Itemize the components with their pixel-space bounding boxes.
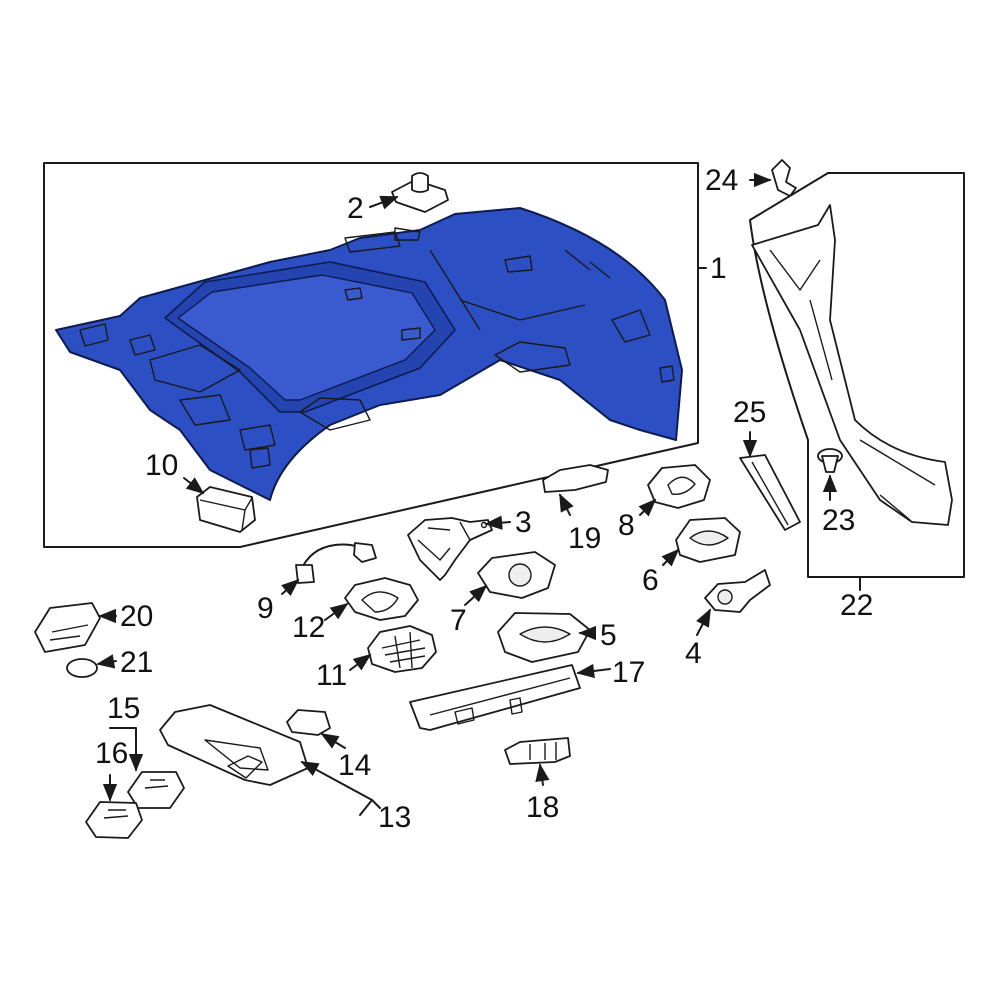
cap-part-21[interactable] xyxy=(66,658,98,678)
bracket-part-3[interactable] xyxy=(407,517,493,581)
callout-8[interactable]: 8 xyxy=(618,509,635,542)
leader-lines xyxy=(96,172,861,816)
callout-15[interactable]: 15 xyxy=(107,692,140,725)
trim-strip-part-25[interactable] xyxy=(739,454,801,531)
socket-part-7[interactable] xyxy=(477,551,556,599)
push-clip-part-23[interactable] xyxy=(817,448,843,473)
clip-part-24[interactable] xyxy=(771,159,797,197)
callout-2[interactable]: 2 xyxy=(347,192,364,225)
handle-part-20[interactable] xyxy=(34,602,101,653)
callout-22[interactable]: 22 xyxy=(840,589,873,622)
connector-part-18[interactable] xyxy=(504,737,571,765)
headliner-group-bracket xyxy=(43,162,699,548)
callout-labels: 1 2 3 4 5 6 7 8 9 10 11 12 13 14 15 16 1… xyxy=(95,164,873,834)
callout-18[interactable]: 18 xyxy=(526,791,559,824)
callout-24[interactable]: 24 xyxy=(705,164,738,197)
callout-5[interactable]: 5 xyxy=(600,619,617,652)
callout-16[interactable]: 16 xyxy=(95,737,128,770)
callout-7[interactable]: 7 xyxy=(450,604,467,637)
sensor-part-4[interactable] xyxy=(704,569,771,613)
callout-3[interactable]: 3 xyxy=(515,506,532,539)
callout-11[interactable]: 11 xyxy=(316,659,347,692)
visor-hook-part-16[interactable] xyxy=(85,801,143,839)
callout-20[interactable]: 20 xyxy=(120,600,153,633)
lamp-frame-part-8[interactable] xyxy=(647,464,711,509)
callout-1[interactable]: 1 xyxy=(710,252,727,285)
harness-part-9[interactable] xyxy=(295,542,377,584)
grille-part-11[interactable] xyxy=(367,625,437,673)
lamp-unit-part-6[interactable] xyxy=(675,517,741,563)
callout-13[interactable]: 13 xyxy=(378,801,411,834)
pillar-trim-part-22[interactable] xyxy=(751,204,953,526)
callout-14[interactable]: 14 xyxy=(338,749,371,782)
callout-10[interactable]: 10 xyxy=(145,449,178,482)
callout-6[interactable]: 6 xyxy=(642,564,659,597)
clip-part-2[interactable] xyxy=(391,172,449,213)
callout-21[interactable]: 21 xyxy=(120,646,153,679)
callout-12[interactable]: 12 xyxy=(292,611,325,644)
callout-17[interactable]: 17 xyxy=(612,656,645,689)
callout-9[interactable]: 9 xyxy=(257,592,274,625)
lamp-housing-part-10[interactable] xyxy=(196,486,256,533)
headliner-part-1[interactable] xyxy=(55,207,683,501)
callout-23[interactable]: 23 xyxy=(822,504,855,537)
sun-visor-part-13[interactable] xyxy=(159,704,309,786)
lamp-base-part-5[interactable] xyxy=(497,612,591,663)
callout-19[interactable]: 19 xyxy=(568,522,601,555)
bezel-part-12[interactable] xyxy=(344,577,419,621)
cover-part-19[interactable] xyxy=(542,464,609,493)
callout-4[interactable]: 4 xyxy=(685,637,702,670)
callout-25[interactable]: 25 xyxy=(733,396,766,429)
rail-part-17[interactable] xyxy=(409,664,581,731)
visor-clip-part-14[interactable] xyxy=(286,709,331,736)
pillar-group-bracket xyxy=(749,172,965,578)
